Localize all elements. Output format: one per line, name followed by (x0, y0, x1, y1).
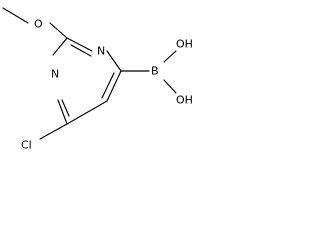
double-bond-c4-n3 (61, 99, 70, 117)
molecule-drawing: O N N B OH OH Cl (2, 7, 193, 152)
bond-c2-n1 (66, 37, 93, 52)
bond-b-oh-bottom (163, 79, 177, 94)
methoxy-oxygen-label: O (34, 18, 43, 31)
bond-n1-c6 (106, 50, 122, 72)
bond-n3-c2 (52, 37, 68, 56)
bond-methyl-o (2, 7, 29, 24)
double-bond-c6-c5 (101, 72, 115, 99)
chlorine-label: Cl (21, 139, 32, 152)
bond-c4-cl (39, 123, 68, 140)
bond-c5-c4 (66, 100, 108, 125)
hydroxyl-bottom-label: OH (176, 94, 193, 107)
boron-label: B (151, 65, 159, 78)
structure-canvas: O N N B OH OH Cl (0, 0, 200, 154)
double-bond-c2-n1 (70, 44, 92, 57)
ring-nitrogen-lower-label: N (51, 68, 59, 81)
ring-nitrogen-upper-label: N (97, 45, 105, 58)
bond-c6-c5 (106, 70, 122, 102)
bond-b-oh-top (163, 50, 177, 63)
hydroxyl-top-label: OH (176, 38, 193, 51)
bond-c4-n3 (57, 99, 68, 125)
bond-o-c2 (49, 22, 68, 39)
